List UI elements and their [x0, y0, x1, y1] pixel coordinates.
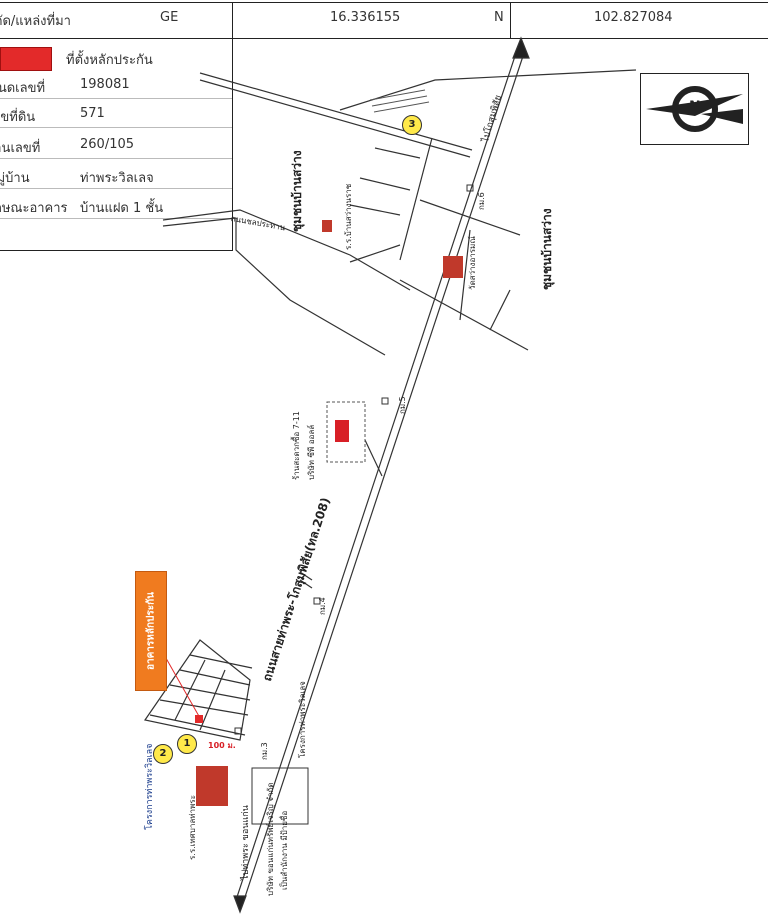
village-lane [399, 279, 529, 351]
label-km6: กม.6 [477, 192, 486, 210]
longitude-value: 102.827084 [594, 10, 673, 25]
label-village-right: ชุมชนบ้านสว่าง [540, 208, 554, 290]
house-icon [196, 766, 228, 806]
collateral-callout: อาคารหลักประกัน [135, 571, 167, 691]
project-road [149, 714, 246, 736]
label-company-sub: เป็นสำนักงาน มีป้ายชื่อ [280, 810, 289, 890]
label-to-thapra: ไปท่าพระ ขอนแก่น [241, 805, 251, 880]
shop-area-box [326, 401, 366, 463]
info-label-building: ลักษณะอาคาร [0, 201, 68, 216]
highway-south-arrow [233, 895, 247, 914]
village-lane [359, 177, 411, 191]
label-temple: วัดสว่างอารมณ์ [468, 236, 477, 290]
project-road [199, 669, 226, 731]
km-post-icon [313, 597, 321, 605]
village-lane [489, 289, 511, 331]
label-distance: 100 ม. [208, 741, 236, 750]
road-lower-village [235, 218, 386, 356]
info-table-bottom-border [0, 250, 233, 251]
village-lane [399, 137, 433, 261]
info-value-deed: 198081 [80, 77, 130, 92]
label-school-2: ร.ร.เทศบาลท่าพระ [188, 795, 197, 860]
coord-source: GE [160, 10, 179, 25]
road-upper-left-2 [199, 79, 471, 158]
building-hatch [371, 95, 428, 107]
latitude-direction: N [494, 10, 504, 25]
legend-swatch [0, 47, 52, 71]
info-value-village: ท่าพระวิลเลจ [80, 171, 154, 186]
highway-north-arrow [512, 36, 530, 59]
project-road [189, 654, 253, 669]
road-upper-left [199, 72, 473, 151]
project-road [169, 684, 251, 701]
main-highway-east-edge [243, 49, 526, 901]
label-shop: ร้านสะดวกซื้อ 7-11 [292, 411, 301, 480]
building-hatch [373, 101, 430, 113]
north-label: N [689, 99, 701, 115]
header-bottom-border [0, 38, 768, 39]
info-value-building: บ้านแฝด 1 ชั้น [80, 201, 164, 216]
km-post-icon [466, 184, 474, 192]
info-label-house-no: บ้านเลขที่ [0, 141, 41, 156]
company-box [251, 767, 309, 825]
village-lane [374, 147, 421, 159]
km-post-icon [234, 727, 242, 735]
north-arrow-icon [646, 86, 743, 132]
main-highway-west-edge [235, 49, 518, 901]
callout-label: อาคารหลักประกัน [145, 591, 157, 671]
label-project-2: โครงการท่าพระวิลเลจ [298, 681, 307, 758]
info-row-line [0, 218, 232, 219]
info-row-line [0, 188, 232, 189]
project-boundary [143, 639, 251, 741]
info-label-deed: โฉนดเลขที่ [0, 81, 46, 96]
info-row-line [0, 158, 232, 159]
info-table-right-border [232, 38, 233, 250]
header-divider-1 [232, 2, 233, 39]
road-irrigation [162, 209, 411, 291]
temple-icon [443, 256, 463, 278]
info-label-land-no: เลขที่ดิน [0, 110, 36, 125]
marker-2: 2 [153, 744, 173, 764]
road-irrigation-2 [162, 217, 237, 227]
latitude-value: 16.336155 [330, 10, 401, 25]
label-village-top: ชุมชนบ้านสว่าง [290, 150, 304, 232]
school-icon [322, 220, 332, 232]
collateral-plot [195, 715, 203, 723]
village-lane [419, 199, 521, 236]
compass-box: N [640, 73, 749, 145]
header-top-border [0, 2, 768, 3]
label-km4: กม.4 [318, 597, 327, 615]
info-label-village: หมู่บ้าน [0, 171, 30, 186]
building-hatch [369, 89, 426, 101]
header-divider-2 [510, 2, 511, 39]
village-lane [349, 204, 401, 216]
seven-eleven-logo [335, 420, 349, 442]
project-road [174, 659, 206, 721]
info-value-house-no: 260/105 [80, 137, 135, 152]
info-row-line [0, 127, 232, 128]
label-km3: กม.3 [260, 742, 269, 760]
label-company: บริษัท ขอนแก่นทรัพย์เจริญ จำกัด [266, 782, 275, 896]
highway-crossing-mark [299, 579, 313, 589]
coord-label: พิกัด/แหล่งที่มา [0, 14, 71, 29]
legend-label: ที่ตั้งหลักประกัน [66, 53, 153, 68]
highway-crossing-mark [299, 571, 313, 581]
info-value-land-no: 571 [80, 106, 105, 121]
village-lane [459, 229, 471, 321]
project-road [159, 699, 249, 716]
road-near-shop [364, 439, 383, 477]
marker-3: 3 [402, 115, 422, 135]
marker-1: 1 [177, 734, 197, 754]
label-school: ร.ร.บ้านสว่างนราช [344, 183, 353, 250]
label-shop-sub: บริษัท ซีพี ออลล์ [307, 424, 316, 480]
info-row-line [0, 98, 232, 99]
label-km5: กม.5 [398, 396, 407, 414]
project-road [179, 669, 251, 686]
km-post-icon [381, 397, 389, 405]
